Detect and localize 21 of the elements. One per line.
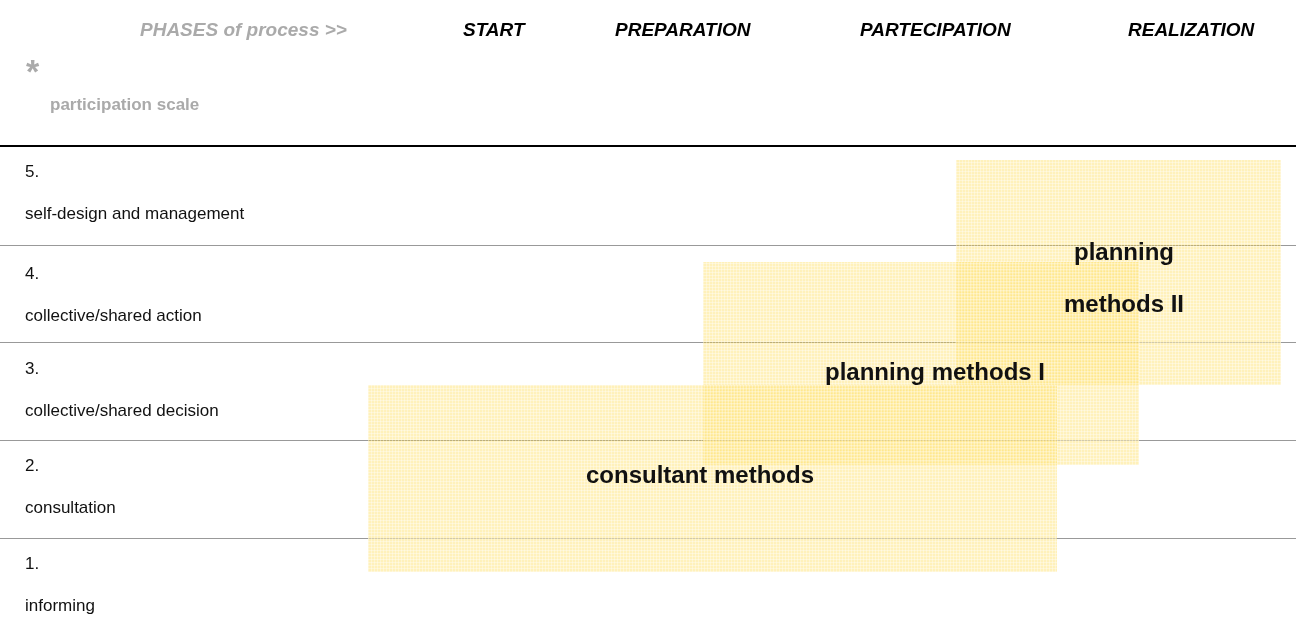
asterisk-mark: * (26, 52, 40, 91)
level-name: self-design and management (25, 204, 245, 224)
level-name: informing (25, 596, 95, 616)
level-name: consultation (25, 498, 116, 518)
level-number: 4. (25, 264, 40, 284)
phase-heading: START (463, 19, 525, 41)
method-band (368, 385, 1057, 572)
level-name: collective/shared action (25, 306, 202, 326)
level-number: 3. (25, 359, 40, 379)
phase-heading: PREPARATION (615, 19, 751, 41)
level-number: 1. (25, 554, 40, 574)
phases-heading: PHASES of process >> (140, 19, 347, 41)
band-label: planning methods II (1063, 237, 1185, 319)
band-label: consultant methods (585, 460, 815, 490)
band-label: planning methods I (824, 357, 1046, 387)
level-name: collective/shared decision (25, 401, 219, 421)
level-number: 5. (25, 162, 40, 182)
phase-heading: PARTECIPATION (860, 19, 1011, 41)
scale-heading: participation scale (50, 95, 200, 115)
level-number: 2. (25, 456, 40, 476)
phase-heading: REALIZATION (1128, 19, 1255, 41)
